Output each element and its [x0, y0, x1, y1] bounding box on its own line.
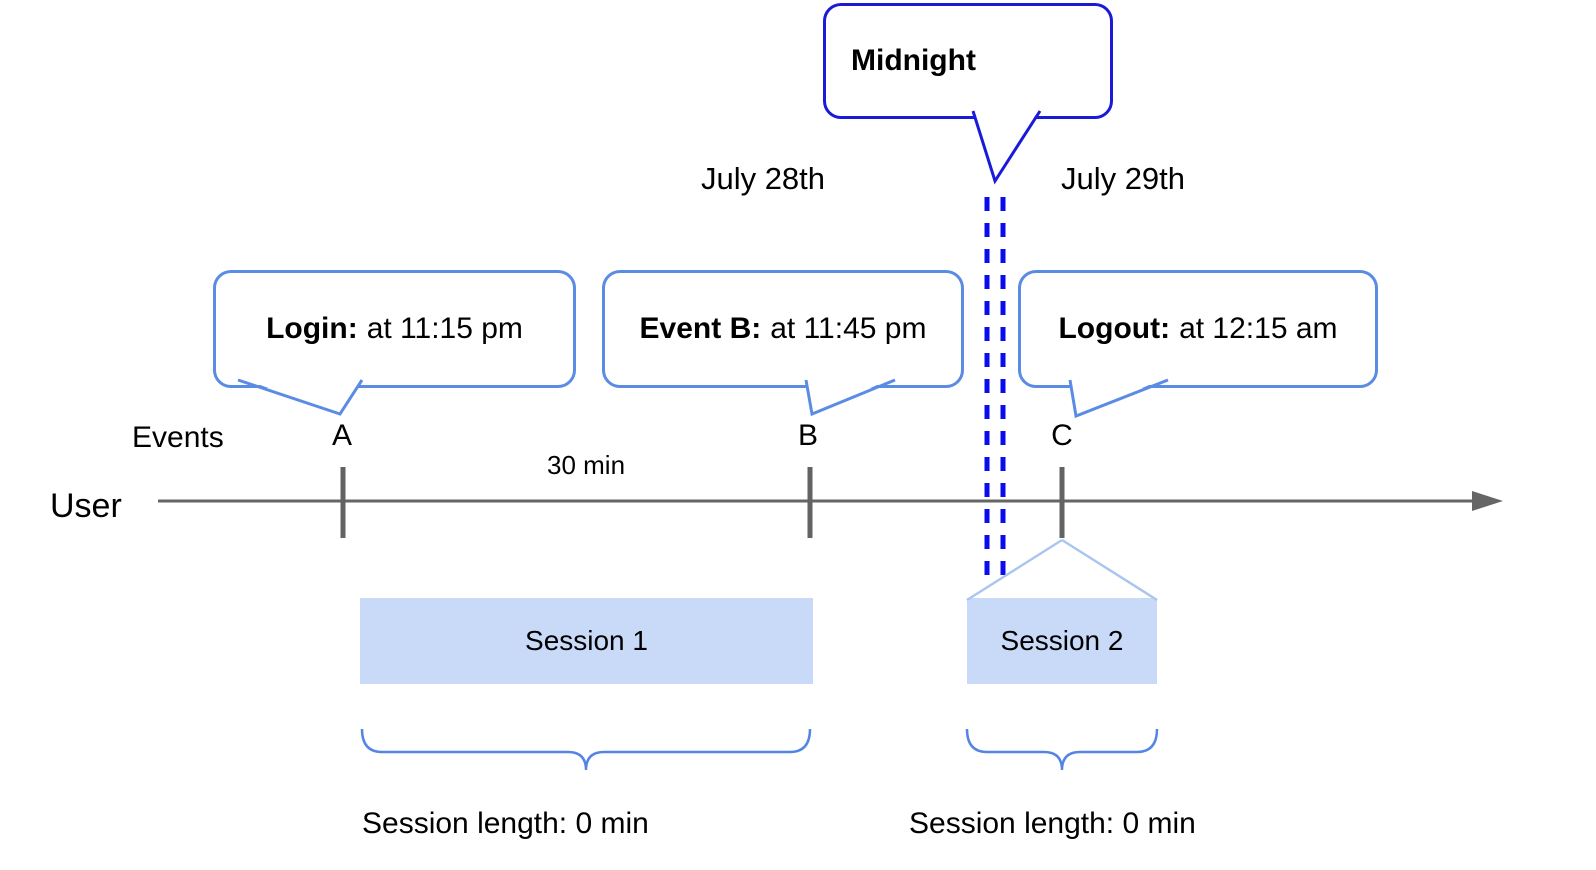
midnight-label: Midnight: [851, 44, 976, 77]
event-marker-a: A: [331, 419, 352, 452]
timeline-arrowhead: [1472, 491, 1503, 511]
session-2-brace: [965, 728, 1159, 771]
session-1-label: Session 1: [525, 625, 648, 656]
session-1-brace: [360, 728, 812, 771]
event-marker-c: C: [1051, 419, 1073, 452]
session-1-length: Session length: 0 min: [362, 807, 649, 840]
date-july-28: July 28th: [700, 161, 826, 196]
midnight-callout: Midnight: [823, 3, 1113, 119]
session-2-box: Session 2: [967, 598, 1157, 684]
date-july-29: July 29th: [1060, 161, 1186, 196]
event-b-label: Event B:: [639, 312, 762, 345]
session-2-fan-line-right: [1061, 538, 1158, 602]
login-callout: Login: at 11:15 pm: [213, 270, 576, 388]
events-row-label: Events: [132, 421, 224, 454]
logout-time: at 12:15 am: [1179, 312, 1338, 345]
event-marker-b: B: [797, 419, 818, 452]
event-b-callout: Event B: at 11:45 pm: [602, 270, 964, 388]
interval-label: 30 min: [547, 450, 626, 480]
user-row-label: User: [50, 487, 122, 525]
logout-label: Logout:: [1058, 312, 1171, 345]
login-time: at 11:15 pm: [366, 312, 523, 345]
logout-callout: Logout: at 12:15 am: [1018, 270, 1378, 388]
session-2-label: Session 2: [1000, 625, 1124, 656]
session-2-length: Session length: 0 min: [909, 807, 1196, 840]
session-2-fan-line-left: [966, 538, 1063, 602]
session-1-box: Session 1: [360, 598, 813, 684]
login-label: Login:: [266, 312, 358, 345]
event-b-time: at 11:45 pm: [770, 312, 927, 345]
